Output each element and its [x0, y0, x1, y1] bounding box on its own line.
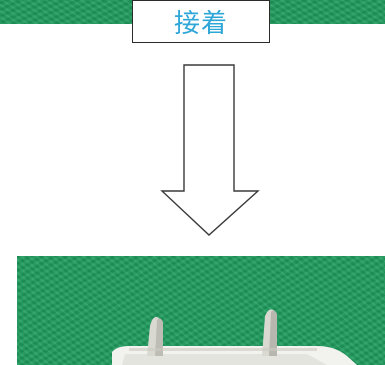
glued-part-image [112, 309, 357, 365]
bottom-photo [17, 256, 385, 365]
step-label: 接着 [173, 9, 228, 39]
step-label-box: 接着 [132, 0, 270, 43]
down-arrow-icon [160, 64, 260, 236]
